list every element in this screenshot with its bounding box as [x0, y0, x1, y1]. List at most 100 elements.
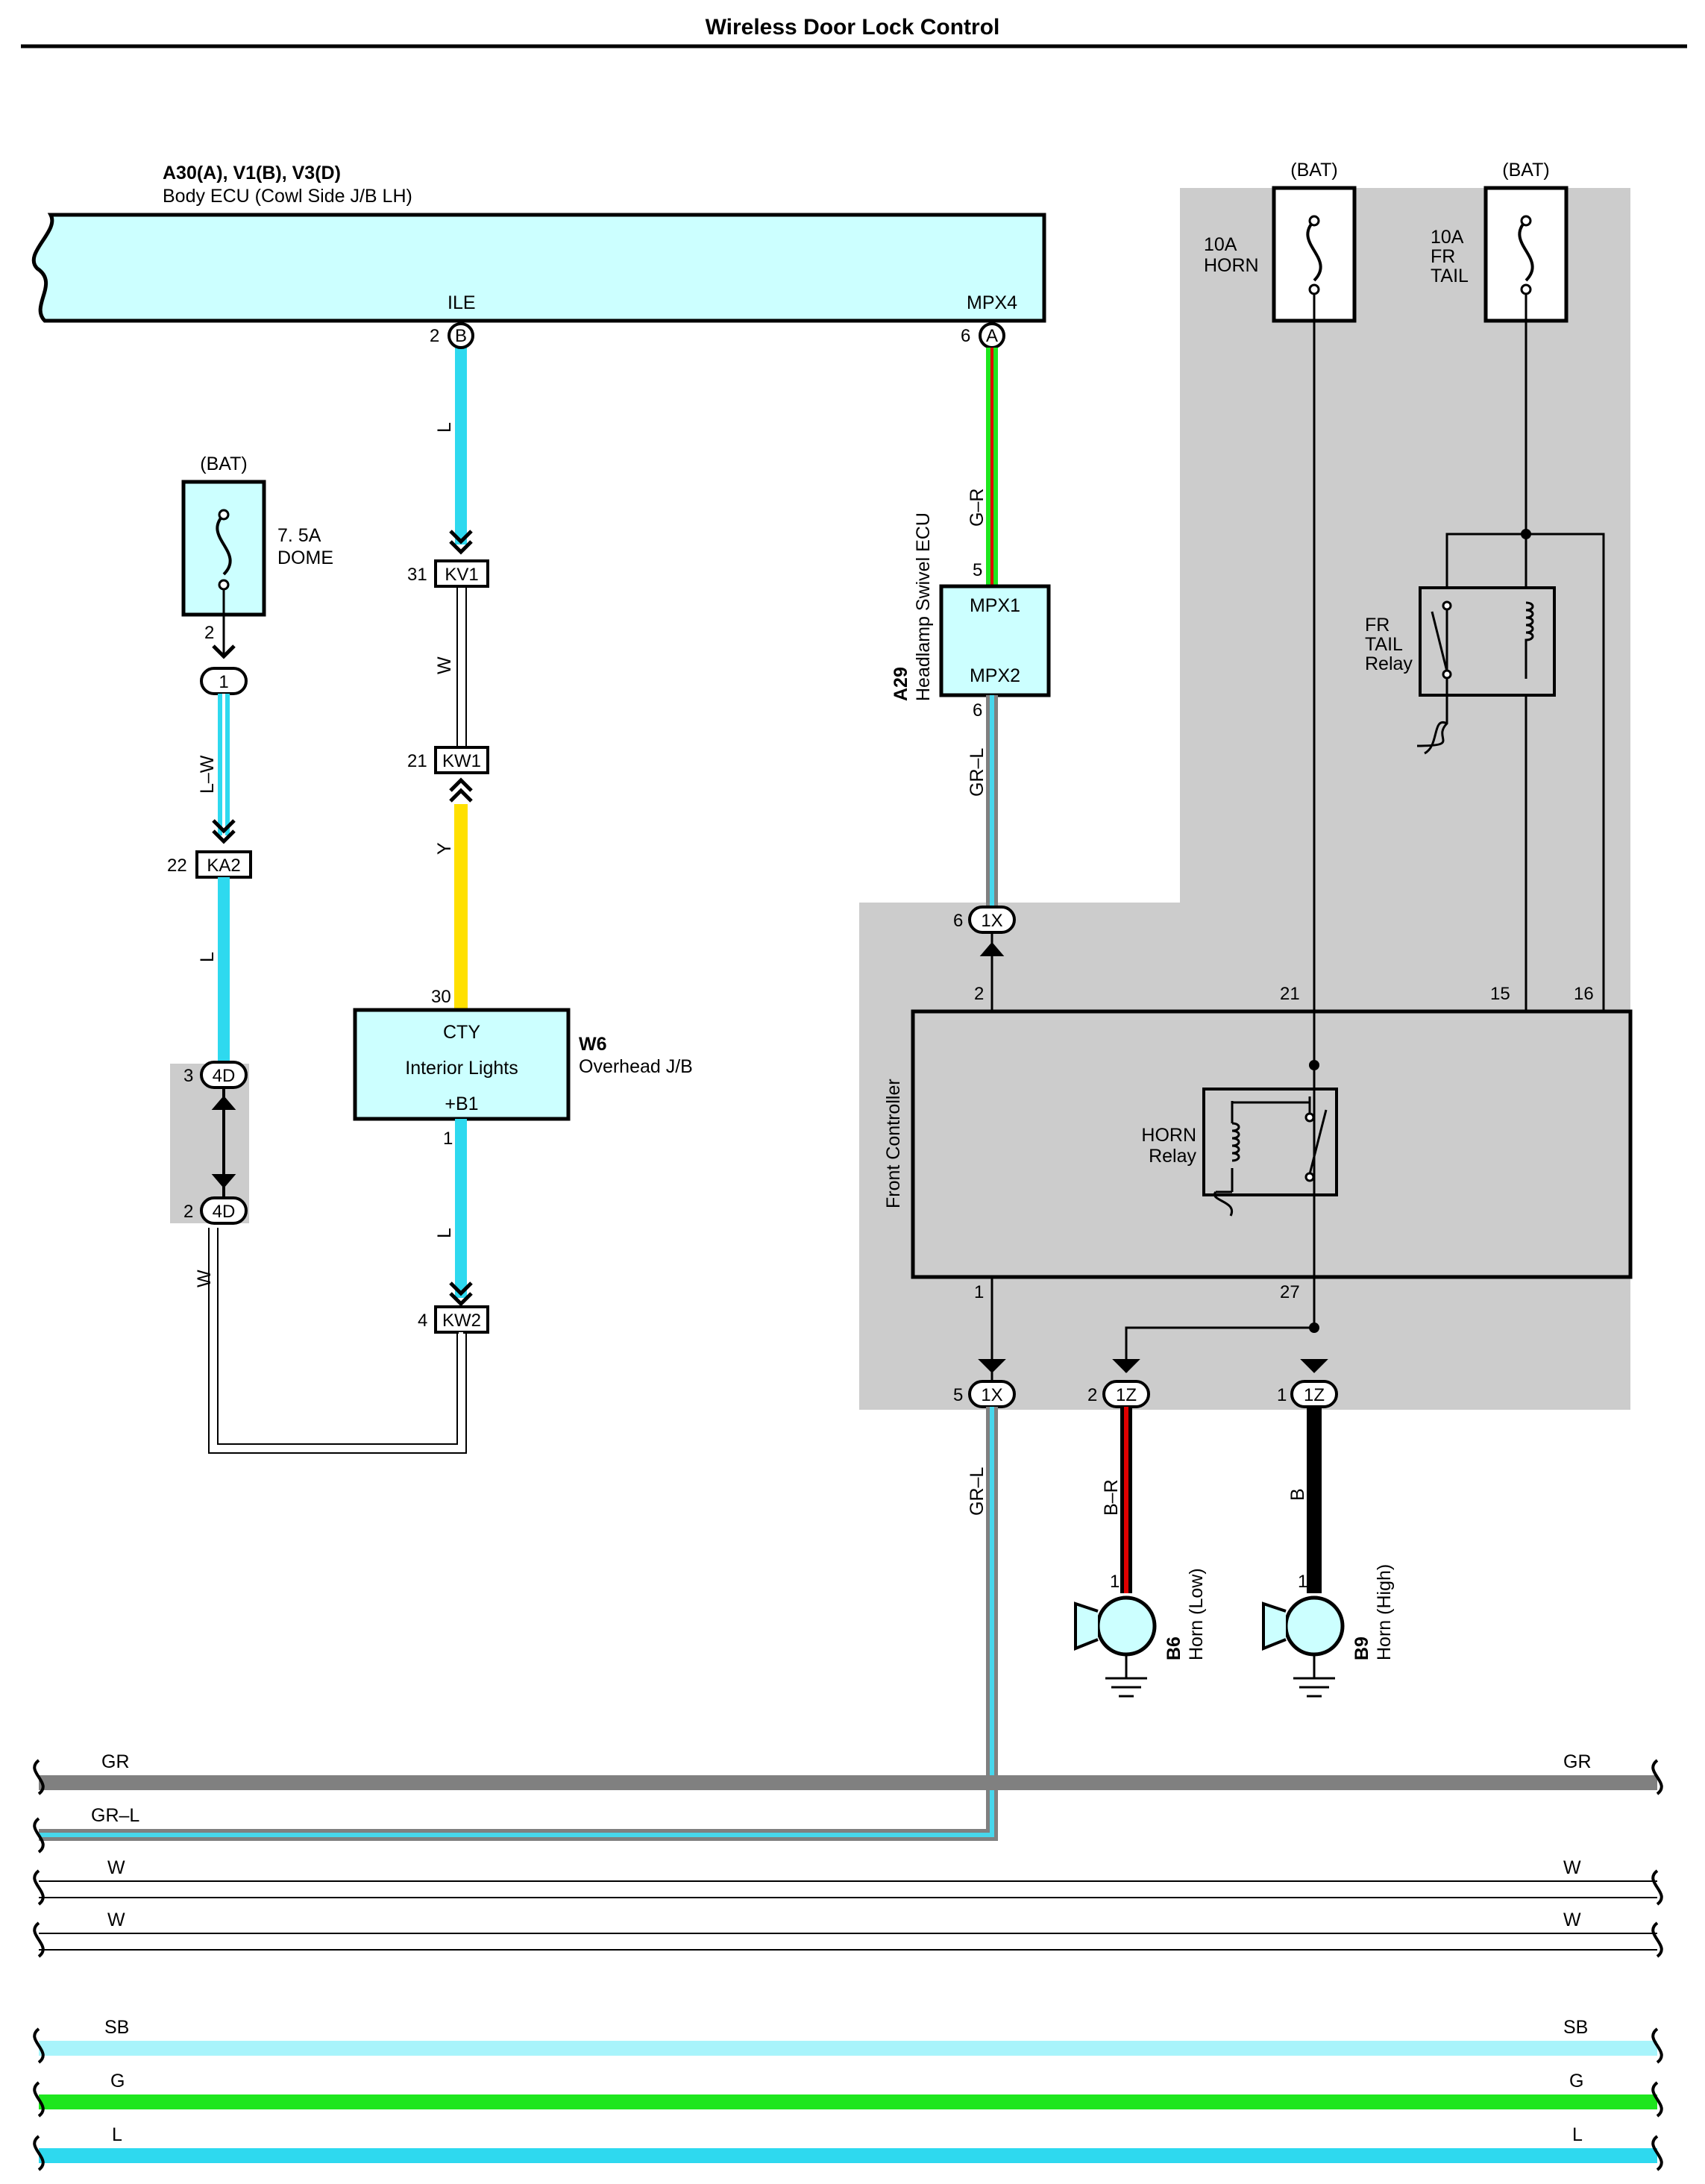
wire-color-l: L	[434, 422, 455, 433]
svg-text:G: G	[110, 2071, 125, 2092]
svg-text:MPX2: MPX2	[970, 665, 1020, 686]
svg-text:DOME: DOME	[277, 547, 333, 568]
svg-text:TAIL: TAIL	[1365, 634, 1403, 655]
svg-text:FR: FR	[1431, 246, 1455, 267]
svg-text:4D: 4D	[213, 1202, 236, 1222]
body-ecu-name: Body ECU (Cowl Side J/B LH)	[163, 186, 412, 207]
svg-text:1Z: 1Z	[1304, 1385, 1325, 1405]
ile-connector	[448, 322, 474, 349]
mpx4-terminal-label: MPX4	[967, 292, 1017, 313]
svg-text:3: 3	[183, 1066, 193, 1086]
svg-text:A: A	[986, 326, 998, 346]
svg-text:1: 1	[1298, 1572, 1307, 1592]
svg-text:W: W	[1563, 1857, 1581, 1878]
svg-text:GR: GR	[101, 1751, 130, 1772]
svg-text:(BAT): (BAT)	[1502, 160, 1549, 181]
svg-text:SB: SB	[104, 2017, 129, 2038]
page-title: Wireless Door Lock Control	[706, 15, 1000, 40]
svg-text:GR–L: GR–L	[967, 748, 987, 797]
svg-text:1: 1	[974, 1282, 984, 1302]
svg-text:KV1: KV1	[445, 565, 478, 585]
svg-text:4: 4	[418, 1311, 427, 1331]
svg-text:L–W: L–W	[197, 755, 218, 794]
svg-text:7. 5A: 7. 5A	[277, 525, 321, 546]
body-ecu-connectors: A30(A), V1(B), V3(D)	[163, 163, 341, 183]
connector-kw1	[434, 746, 489, 774]
svg-text:W: W	[107, 1910, 125, 1930]
svg-text:5: 5	[953, 1385, 963, 1405]
svg-text:1: 1	[1110, 1572, 1120, 1592]
front-controller-name: Front Controller	[883, 1079, 904, 1208]
headlamp-ecu-name: Headlamp Swivel ECU	[913, 512, 934, 701]
ile-chevron	[449, 530, 473, 555]
svg-text:21: 21	[407, 751, 427, 771]
svg-text:2: 2	[1087, 1385, 1097, 1405]
svg-text:27: 27	[1280, 1282, 1300, 1302]
connector-4d-bottom	[200, 1196, 248, 1225]
svg-text:1: 1	[443, 1129, 453, 1149]
headlamp-swivel-ecu	[939, 584, 1051, 697]
svg-text:10A: 10A	[1204, 234, 1237, 255]
svg-text:1X: 1X	[981, 911, 1002, 931]
svg-text:HORN: HORN	[1141, 1125, 1196, 1146]
svg-text:KW2: KW2	[442, 1311, 481, 1331]
svg-text:6: 6	[961, 326, 970, 346]
svg-text:21: 21	[1280, 984, 1300, 1004]
svg-text:Interior Lights: Interior Lights	[405, 1058, 518, 1079]
body-ecu: A30(A), V1(B), V3(D) Body ECU (Cowl Side…	[31, 163, 1046, 323]
svg-text:2: 2	[430, 326, 439, 346]
horn-high: B9 Horn (High)	[1262, 1564, 1395, 1698]
dome-fuse-source: (BAT)	[200, 454, 247, 474]
svg-text:L: L	[197, 952, 218, 962]
connector-kv1	[434, 559, 489, 588]
svg-text:KW1: KW1	[442, 751, 481, 771]
wire-color-w: W	[434, 656, 455, 674]
svg-text:GR–L: GR–L	[91, 1805, 139, 1826]
svg-text:6: 6	[973, 700, 982, 721]
svg-text:(BAT): (BAT)	[1290, 160, 1337, 181]
frtail-relay: FR TAIL Relay	[1365, 586, 1556, 755]
svg-text:15: 15	[1490, 984, 1510, 1004]
svg-text:KA2: KA2	[207, 856, 240, 876]
svg-text:L: L	[1572, 2124, 1583, 2145]
horn-low: B6 Horn (Low)	[1074, 1568, 1207, 1698]
svg-text:22: 22	[167, 856, 187, 876]
svg-text:TAIL: TAIL	[1431, 266, 1469, 286]
svg-text:2: 2	[183, 1202, 193, 1222]
svg-text:B9: B9	[1351, 1637, 1372, 1660]
headlamp-ecu-code: A29	[891, 667, 911, 701]
svg-text:FR: FR	[1365, 615, 1390, 636]
bus-wires: GR GR GR–L W W W W SB SB G G L L	[33, 1751, 1663, 2171]
overhead-jb-name: Overhead J/B	[579, 1056, 693, 1077]
svg-text:2: 2	[204, 623, 214, 643]
svg-text:B: B	[455, 326, 467, 346]
svg-text:GR: GR	[1563, 1751, 1592, 1772]
svg-text:1: 1	[1277, 1385, 1287, 1405]
svg-text:2: 2	[974, 984, 984, 1004]
overhead-jb-code: W6	[579, 1034, 607, 1055]
svg-text:5: 5	[973, 560, 982, 580]
svg-text:Horn (Low): Horn (Low)	[1186, 1568, 1207, 1660]
svg-text:Relay: Relay	[1365, 653, 1413, 674]
svg-text:30: 30	[431, 987, 451, 1007]
svg-text:SB: SB	[1563, 2017, 1588, 2038]
svg-text:L: L	[112, 2124, 122, 2145]
wire-color-y: Y	[434, 842, 455, 855]
svg-text:G: G	[1569, 2071, 1583, 2092]
svg-text:GR–L: GR–L	[967, 1467, 987, 1516]
connector-ka2	[195, 850, 252, 879]
svg-text:10A: 10A	[1431, 227, 1464, 248]
svg-text:Horn (High): Horn (High)	[1374, 1564, 1395, 1660]
svg-text:6: 6	[953, 911, 963, 931]
ile-terminal-label: ILE	[448, 292, 476, 313]
svg-text:31: 31	[407, 565, 427, 585]
svg-text:1: 1	[219, 672, 228, 692]
svg-text:CTY: CTY	[443, 1022, 480, 1043]
svg-text:1X: 1X	[981, 1385, 1002, 1405]
svg-text:B: B	[1287, 1488, 1308, 1501]
svg-text:L: L	[434, 1228, 455, 1238]
overhead-jb	[353, 1008, 571, 1121]
svg-text:W: W	[1563, 1910, 1581, 1930]
svg-text:B–R: B–R	[1101, 1479, 1122, 1516]
